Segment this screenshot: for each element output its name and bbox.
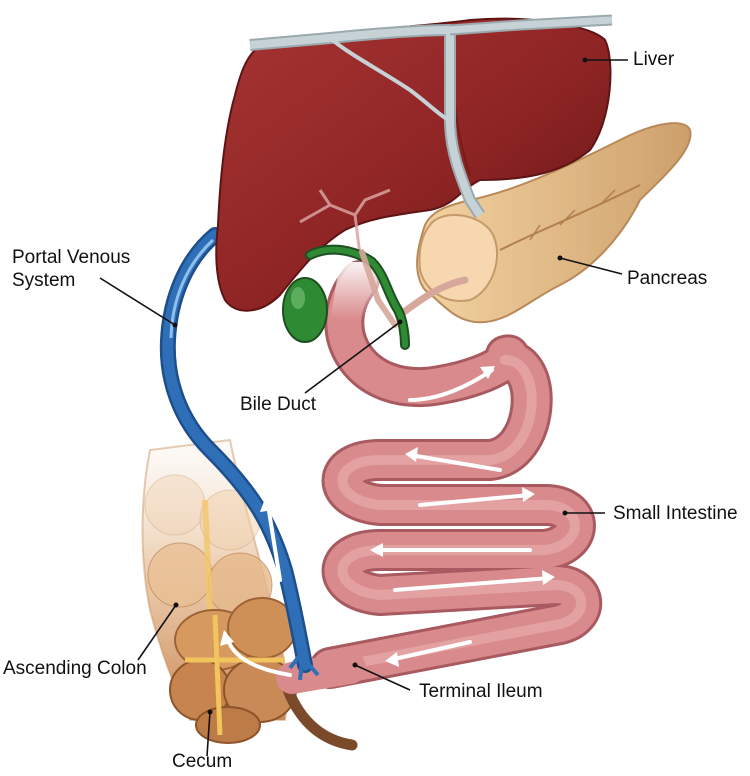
leader-lines (99, 59, 628, 757)
label-liver: Liver (633, 49, 675, 70)
pancreas-shape (396, 122, 692, 324)
label-bile-duct: Bile Duct (240, 394, 317, 415)
cecum-shape (169, 597, 358, 751)
intestine-arrowheads (370, 366, 555, 667)
gallbladder-shape (282, 244, 410, 350)
label-ascending-colon: Ascending Colon (3, 658, 147, 679)
label-portal-venous-line2: System (12, 270, 76, 291)
portal-vein-shape (159, 227, 320, 681)
label-pancreas: Pancreas (627, 268, 708, 289)
label-portal-venous-line1: Portal Venous (12, 247, 131, 268)
small-intestine-shape (276, 260, 603, 694)
leader-dots (172, 57, 588, 715)
label-small-intestine: Small Intestine (613, 503, 738, 524)
intestine-flow-arrows (373, 368, 552, 662)
label-terminal-ileum: Terminal Ileum (419, 681, 543, 702)
liver-shape (215, 14, 613, 312)
ileocecal-flow-arrow (220, 630, 292, 677)
label-cecum: Cecum (172, 751, 233, 772)
